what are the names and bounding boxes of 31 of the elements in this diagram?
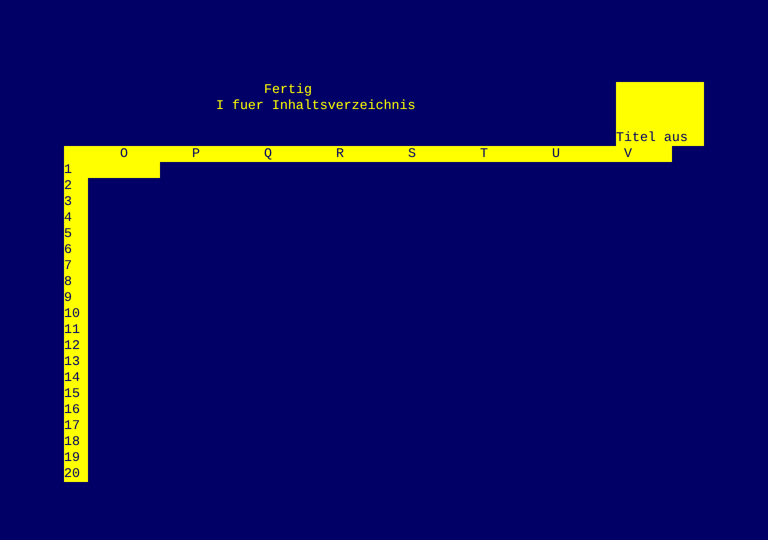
column-header: T — [479, 146, 489, 162]
row-number: 4 — [64, 210, 72, 226]
row-number: 16 — [64, 402, 80, 418]
row-number: 17 — [64, 418, 80, 434]
column-header: Q — [263, 146, 273, 162]
row-number: 19 — [64, 450, 80, 466]
row-number: 14 — [64, 370, 80, 386]
row-number: 15 — [64, 386, 80, 402]
status-text: Fertig — [263, 82, 313, 98]
row-number: 18 — [64, 434, 80, 450]
column-header: O — [119, 146, 129, 162]
row-number: 5 — [64, 226, 72, 242]
row-number: 1 — [64, 162, 72, 178]
row-number: 10 — [64, 306, 80, 322]
menu-hint: I fuer Inhaltsverzeichnis — [216, 98, 416, 114]
column-header: R — [335, 146, 345, 162]
row-number: 9 — [64, 290, 72, 306]
row-number: 12 — [64, 338, 80, 354]
option-panel: Titel aus — [616, 82, 704, 146]
row-number: 20 — [64, 466, 80, 482]
row-number: 8 — [64, 274, 72, 290]
column-header: S — [407, 146, 417, 162]
row-number: 3 — [64, 194, 72, 210]
row-number: 11 — [64, 322, 80, 338]
column-header: P — [191, 146, 201, 162]
row-number: 7 — [64, 258, 72, 274]
row-number: 2 — [64, 178, 72, 194]
column-header: V — [623, 146, 633, 162]
column-header: U — [551, 146, 561, 162]
row-number: 13 — [64, 354, 80, 370]
row-number: 6 — [64, 242, 72, 258]
